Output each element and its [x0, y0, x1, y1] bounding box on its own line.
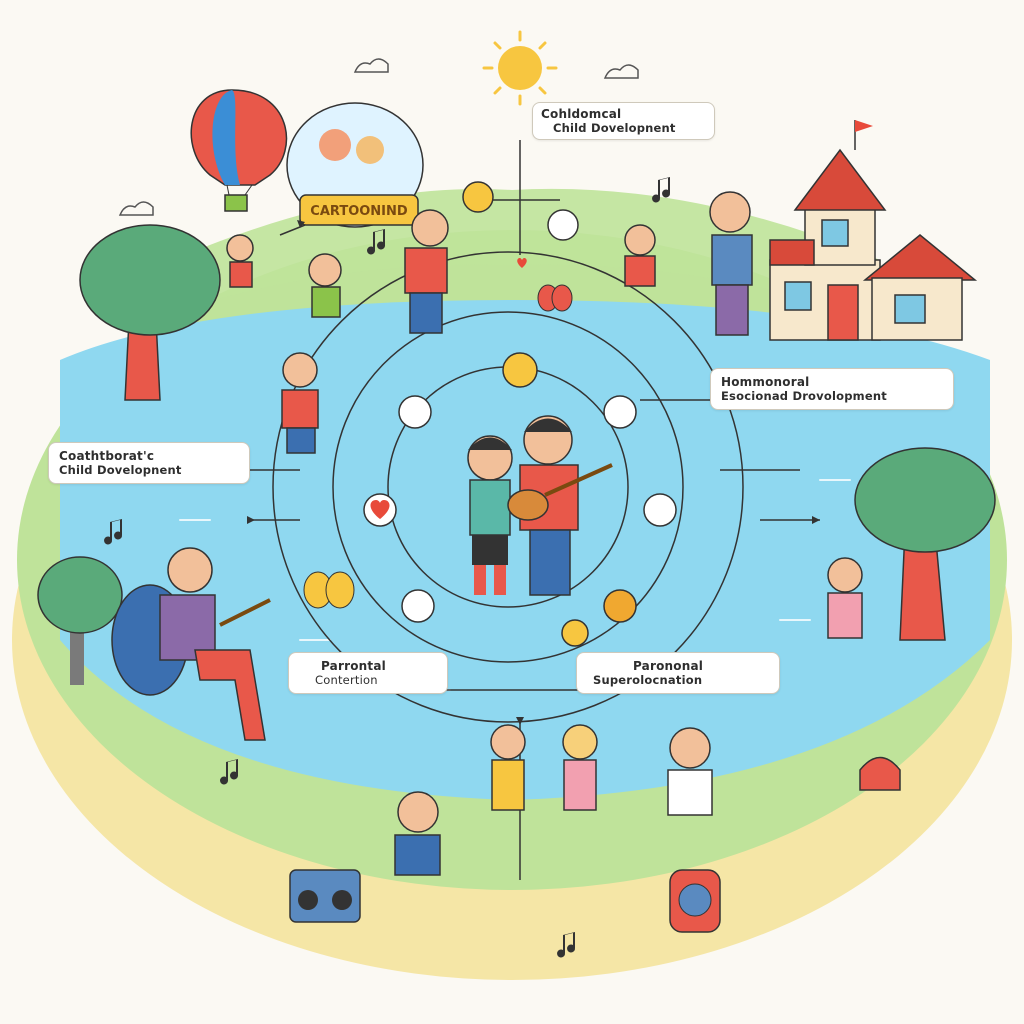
label-bottom-left: Parrontal Contertion — [288, 652, 448, 694]
label-left-mid: Coathtborat'c Child Dovelopnent — [48, 442, 250, 484]
running-child — [308, 253, 342, 318]
node-upper-axis — [462, 181, 494, 213]
child-figure-left — [281, 352, 319, 454]
label-bottom-left-line2: Contertion — [315, 673, 378, 687]
label-left-mid-line1: Coathtborat'c — [59, 449, 155, 463]
ring-nodes — [363, 181, 677, 647]
label-right-mid: Hommonoral Esocionad Drovolopment — [710, 368, 954, 410]
music-note-icon — [557, 932, 576, 958]
child-figure — [467, 435, 513, 595]
label-top-center: Cohldomcal Child Dovelopnent — [532, 102, 715, 140]
music-note-icon — [220, 759, 239, 785]
sitting-woman — [667, 727, 713, 816]
cloud-icon — [118, 58, 639, 216]
heart-icon — [517, 258, 527, 268]
guitar-icon — [507, 463, 613, 521]
grandparent-figure — [404, 209, 449, 334]
node-top-right — [603, 395, 637, 429]
label-top-center-line2: Child Dovelopnent — [553, 121, 676, 135]
node-bottom — [561, 619, 589, 647]
sun-icon — [482, 30, 558, 106]
child-figure-right — [827, 557, 863, 639]
tree-icon — [79, 224, 221, 401]
outer-ring — [272, 251, 744, 723]
seated-guitarist — [111, 547, 271, 741]
parent-figure — [709, 191, 753, 336]
sitting-child — [394, 791, 441, 876]
banner-text: CARTOONIND — [310, 204, 408, 219]
label-bottom-left-line1: Parrontal — [321, 659, 386, 673]
node-bottom-right — [603, 589, 637, 623]
label-right-mid-line2: Esocionad Drovolopment — [721, 389, 887, 403]
middle-ring — [332, 311, 684, 663]
node-top-left — [398, 395, 432, 429]
label-left-mid-line2: Child Dovelopnent — [59, 463, 182, 477]
butterfly-icon — [303, 571, 355, 609]
label-right-mid-line1: Hommonoral — [721, 375, 810, 389]
tree-icon — [854, 447, 996, 641]
kids-holding-hands — [490, 724, 598, 811]
heart-icon — [370, 500, 390, 519]
flag-icon — [854, 120, 873, 150]
house-icon — [769, 148, 978, 341]
dog-figure — [859, 756, 901, 791]
label-top-center-line1: Cohldomcal — [541, 107, 622, 121]
butterfly-icon — [537, 284, 573, 312]
label-bottom-right-line1: Parononal — [633, 659, 704, 673]
node-right — [643, 493, 677, 527]
boombox-icon — [289, 869, 361, 923]
label-bottom-right: Parononal Superolocnation — [576, 652, 780, 694]
cartoon-banner: CARTOONIND — [286, 102, 424, 228]
hot-air-balloon-icon — [190, 89, 288, 212]
boombox-icon — [669, 869, 721, 933]
dancing-child — [624, 224, 656, 287]
music-note-icon — [104, 519, 123, 545]
music-note-icon — [367, 229, 386, 255]
node-top — [502, 352, 538, 388]
label-bottom-right-line2: Superolocnation — [593, 673, 703, 687]
node-bottom-left — [401, 589, 435, 623]
node-upper-axis-right — [547, 209, 579, 241]
running-child — [226, 234, 254, 288]
tree-icon — [37, 556, 123, 685]
music-note-icon — [652, 177, 671, 203]
